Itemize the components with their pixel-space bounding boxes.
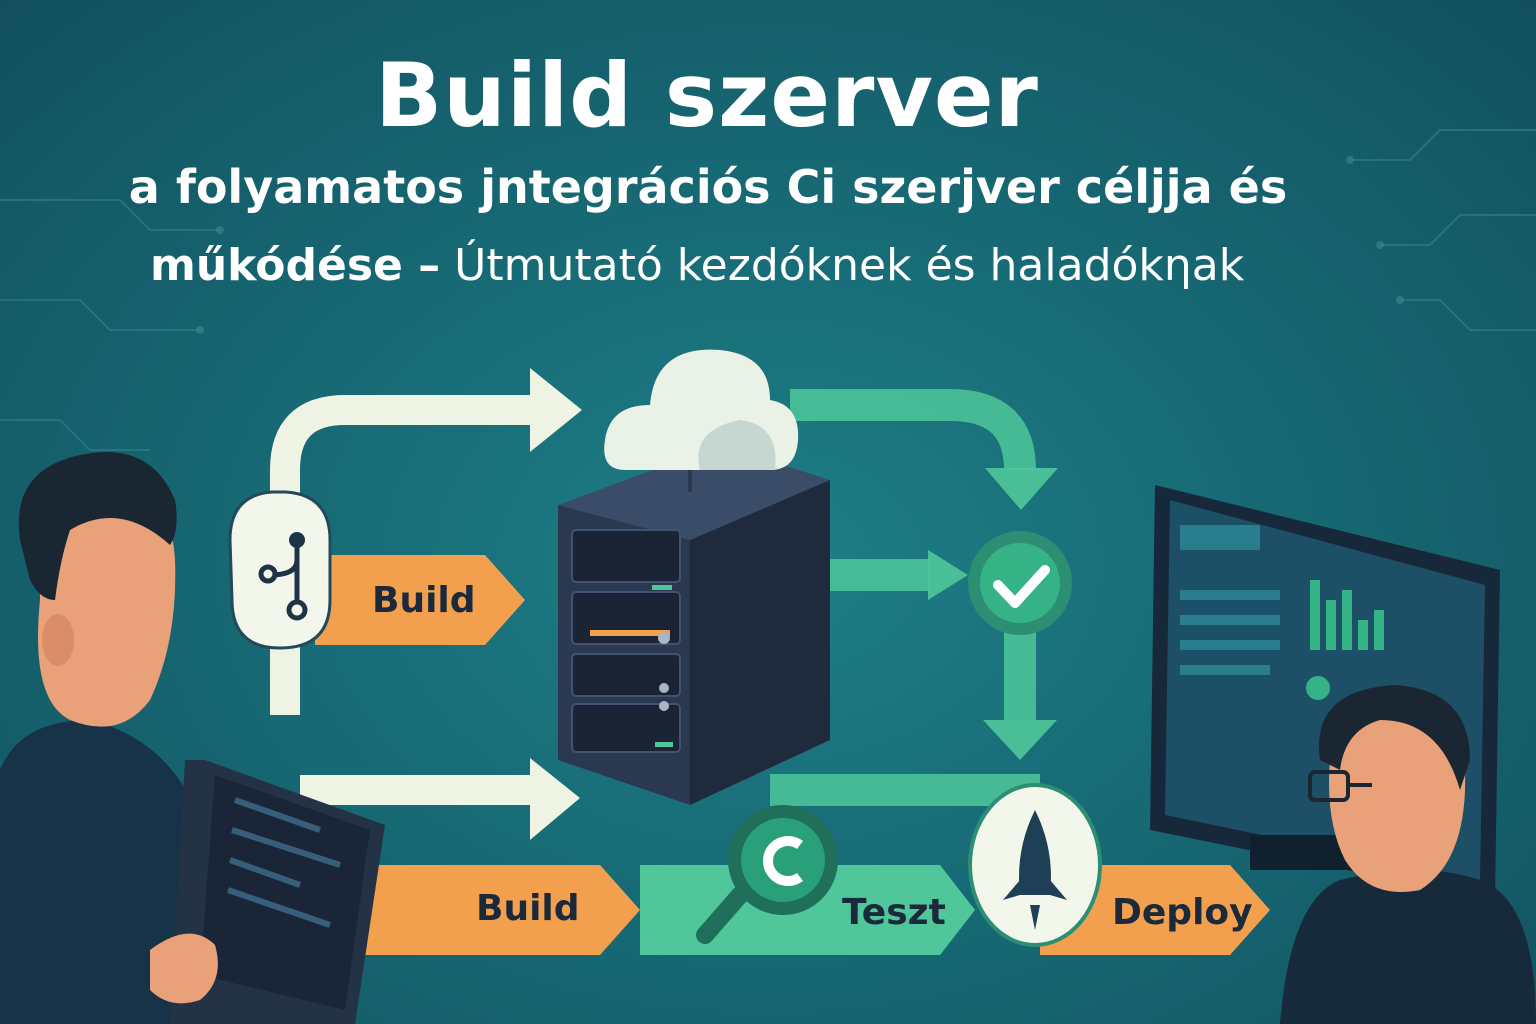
light-flow-arrows [270, 395, 540, 805]
green-flow-arrows [770, 389, 1040, 806]
developer-right [1280, 685, 1536, 1024]
server-icon [558, 445, 830, 805]
top-build-tag [315, 555, 525, 645]
git-branch-icon [228, 490, 332, 650]
magnifier-icon [696, 805, 838, 944]
test-stage-tag [640, 865, 975, 955]
laptop-icon [150, 760, 385, 1024]
rocket-icon [968, 783, 1102, 947]
subtitle-line-2-bold: műkódése – [150, 240, 441, 291]
top-build-label: Build [372, 580, 476, 621]
subtitle-line-2-rest: Útmutató kezdóknek és haladókηak [440, 240, 1245, 291]
test-stage-label: Teszt [842, 892, 946, 933]
developer-left [0, 452, 230, 1024]
cloud-icon [604, 349, 799, 492]
build-stage-label: Build [476, 888, 580, 929]
subtitle-line-1: a folyamatos jntegrációs Ci szerjver cél… [128, 160, 1288, 214]
checkmark-icon [968, 531, 1072, 635]
page-title: Build szerver [375, 44, 1039, 147]
deploy-stage-label: Deploy [1112, 892, 1253, 933]
subtitle-line-2: műkódése – Útmutató kezdóknek és haladók… [150, 240, 1390, 291]
build-stage-tag [315, 865, 640, 955]
